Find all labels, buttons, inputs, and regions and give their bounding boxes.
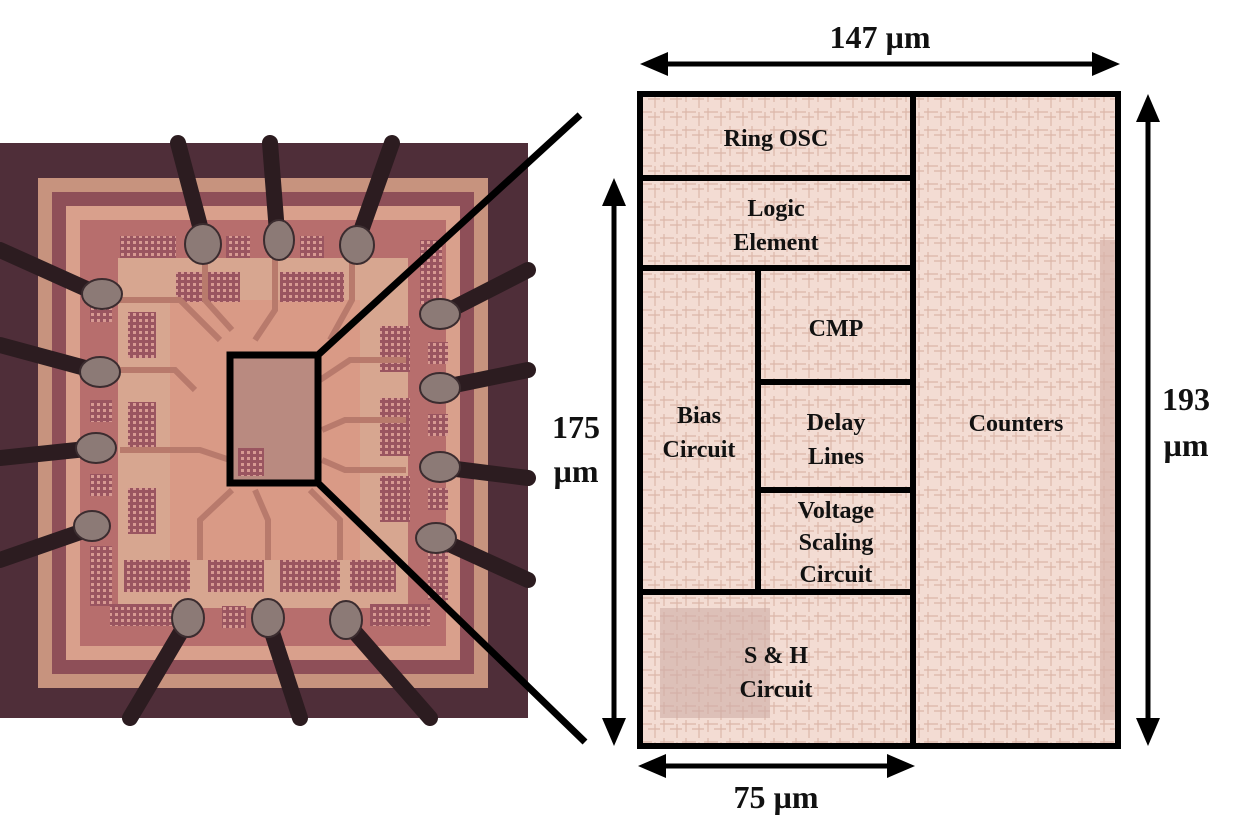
dimension-arrows	[602, 52, 1160, 778]
logic-element-label-line2: Element	[733, 230, 818, 256]
bond-balls	[73, 219, 461, 640]
zoom-box	[226, 351, 322, 487]
counters-label: Counters	[969, 411, 1064, 437]
sh-circuit-label-line1: S & H	[744, 643, 808, 669]
delay-lines-label-line1: Delay	[807, 410, 866, 436]
bottom-arrowhead-left	[638, 754, 666, 778]
left-height-dimension-unit: µm	[553, 453, 598, 489]
bias-circuit-label-line2: Circuit	[663, 437, 736, 463]
block-dividers	[640, 94, 916, 746]
zoom-line-top	[315, 112, 583, 358]
left-arrowhead-top	[602, 178, 626, 206]
sub-width-dimension-label: 75 µm	[733, 779, 818, 815]
width-dimension-label: 147 µm	[829, 19, 930, 55]
floorplan-outline	[637, 91, 1121, 749]
voltage-scaling-label-line1: Voltage	[798, 498, 875, 524]
counters-edge-texture	[1100, 240, 1116, 720]
die-micrograph	[0, 135, 536, 726]
bias-circuit-label-line1: Bias	[677, 403, 721, 429]
right-height-dimension-value: 193	[1162, 381, 1210, 417]
zoom-line-bottom	[315, 480, 588, 745]
left-arrowhead-bottom	[602, 718, 626, 746]
voltage-scaling-label-line3: Circuit	[800, 562, 873, 588]
left-height-dimension-value: 175	[552, 409, 600, 445]
right-height-dimension-unit: µm	[1163, 427, 1208, 463]
voltage-scaling-label-line2: Scaling	[799, 530, 874, 556]
floorplan: Ring OSC Logic Element Bias Circuit CMP …	[637, 91, 1121, 749]
top-arrowhead-right	[1092, 52, 1120, 76]
ring-osc-label: Ring OSC	[724, 126, 829, 152]
pad-grids	[90, 236, 448, 628]
sh-layout-texture	[660, 608, 770, 718]
logic-element-label-line1: Logic	[747, 196, 805, 222]
bottom-arrowhead-right	[887, 754, 915, 778]
sh-circuit-label-line2: Circuit	[740, 677, 813, 703]
right-arrowhead-bottom	[1136, 718, 1160, 746]
die-layout-detail	[238, 448, 264, 476]
right-arrowhead-top	[1136, 94, 1160, 122]
top-arrowhead-left	[640, 52, 668, 76]
routing-traces	[120, 258, 406, 560]
delay-lines-label-line2: Lines	[808, 444, 864, 470]
cmp-label: CMP	[809, 316, 864, 342]
